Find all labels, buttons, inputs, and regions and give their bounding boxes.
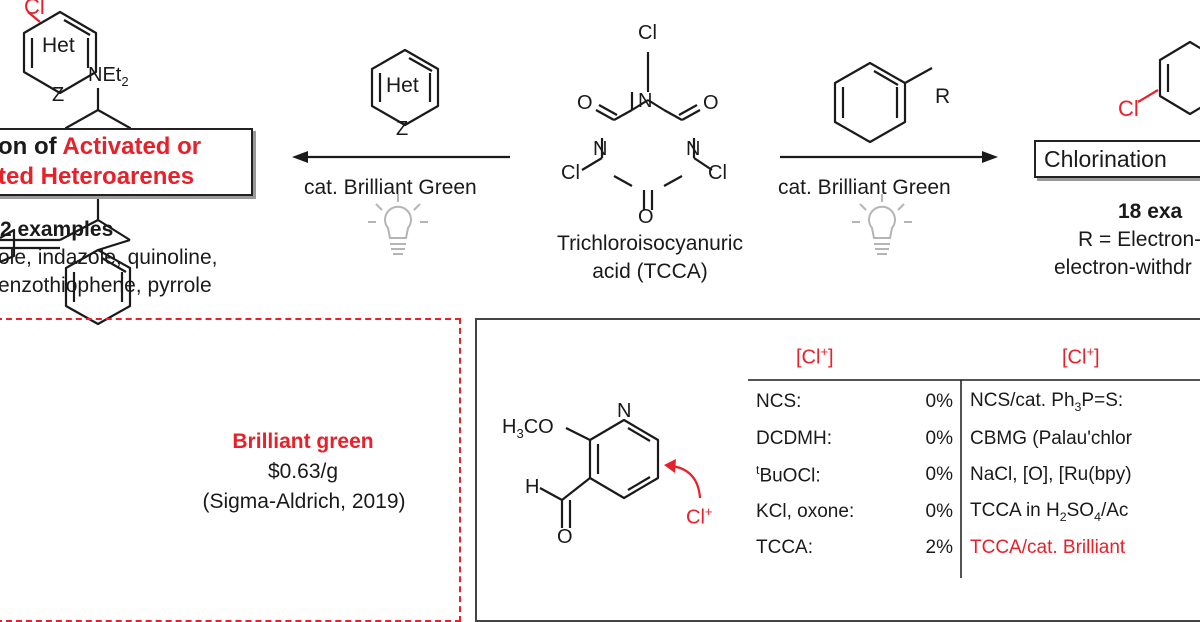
table-row: CBMG (Palau'chlor [970,427,1133,449]
left-substrate-het-label: Het [386,74,419,97]
left-light-bulb-icon [368,194,428,255]
tcca-o-bottom: O [638,206,654,228]
table-row: tBuOCl:0% [756,463,953,487]
right-product-scope-line1: R = Electron- [1078,228,1200,251]
right-product-scope-line2: electron-withdr [1054,256,1192,279]
left-substrate-ring [370,48,440,127]
right-arrow-catalyst-label: cat. Brilliant Green [778,176,951,199]
tcca-ring [600,92,696,187]
methoxypyridine-structure [539,418,660,528]
tcca-co-bond-upper-left-2 [598,104,618,116]
right-product-cl-label: Cl [1118,96,1139,121]
table-row: TCCA in H2SO4/Ac [970,499,1129,524]
tcca-cl-top: Cl [638,22,657,44]
chloronium-arrowhead [664,459,676,473]
right-product-examples: 18 exa [1118,200,1183,223]
tcca-name-line1: Trichloroisocyanuric [557,232,743,255]
left-product-cl-bond [27,11,41,23]
right-product-title-box: Chlorination [1034,140,1200,178]
tcca-n-cl-bond-right [693,157,713,171]
substrate-h-label: H [525,476,540,498]
left-product-examples: 2 examples [0,218,114,241]
tcca-n-right: N [686,138,701,160]
tcca-cl-right: Cl [708,162,727,184]
right-substrate-r-label: R [935,85,951,108]
right-light-bulb-icon [852,194,912,255]
left-arrow-catalyst-label: cat. Brilliant Green [304,176,477,199]
left-product-z-label: Z [52,84,65,106]
dye-price: $0.63/g [267,460,339,483]
chloronium-label: Cl+ [686,504,713,529]
left-product-het-label: Het [42,34,75,57]
left-substrate-z-label: Z [396,118,409,140]
left-product-ring [22,10,98,95]
tcca-name-line2: acid (TCCA) [592,260,708,283]
table-row: TCCA:2% [756,537,953,559]
substrate-o-label: O [557,526,573,548]
table-header-right: [Cl+] [1062,344,1100,369]
right-substrate-ring [833,61,933,144]
tcca-o-upper-right: O [703,92,719,114]
table-row: KCl, oxone:0% [756,500,953,522]
right-product-ring [1158,40,1200,116]
dye-name: Brilliant green [232,430,374,453]
substrate-methoxy-label: H3CO [502,416,554,441]
chloronium-curved-arrow [671,464,702,499]
substrate-n-label: N [617,400,632,422]
tcca-cl-left: Cl [561,162,580,184]
right-reagent-table: NCS/cat. Ph3P=S: CBMG (Palau'chlor NaCl,… [966,384,1136,567]
left-product-cl-label: Cl [24,0,45,19]
dye-source: (Sigma-Aldrich, 2019) [202,490,406,513]
tcca-o-upper-left: O [577,92,593,114]
table-row: TCCA/cat. Brilliant [970,537,1126,559]
left-reagent-table: NCS:0% DCDMH:0% tBuOCl:0% KCl, oxone:0% … [752,384,957,567]
left-product-scope-line2: enzothiophene, pyrrole [0,274,212,297]
tcca-n-left: N [593,138,608,160]
table-row: DCDMH:0% [756,427,953,449]
left-product-title-box: on of Activated or ted Heteroarenes [0,128,253,196]
dye-amine-label: NEt2 [88,64,129,89]
table-row: NCS/cat. Ph3P=S: [970,390,1124,415]
table-row: NaCl, [O], [Ru(bpy) [970,464,1132,486]
table-row: NCS:0% [756,391,953,413]
right-product-cl-bond [1137,89,1159,103]
left-reaction-arrowhead [292,151,308,163]
left-product-scope-line1: ole, indazole, quinoline, [0,246,218,269]
tcca-co-bond-upper-right-2 [678,104,698,116]
tcca-co-bond-upper-left [595,109,615,121]
table-header-left: [Cl+] [796,344,834,369]
tcca-n-cl-bond-left [581,157,603,171]
tcca-n-top: N [638,90,653,112]
tcca-co-bond-upper-right [681,109,701,121]
right-reaction-arrowhead [982,151,998,163]
